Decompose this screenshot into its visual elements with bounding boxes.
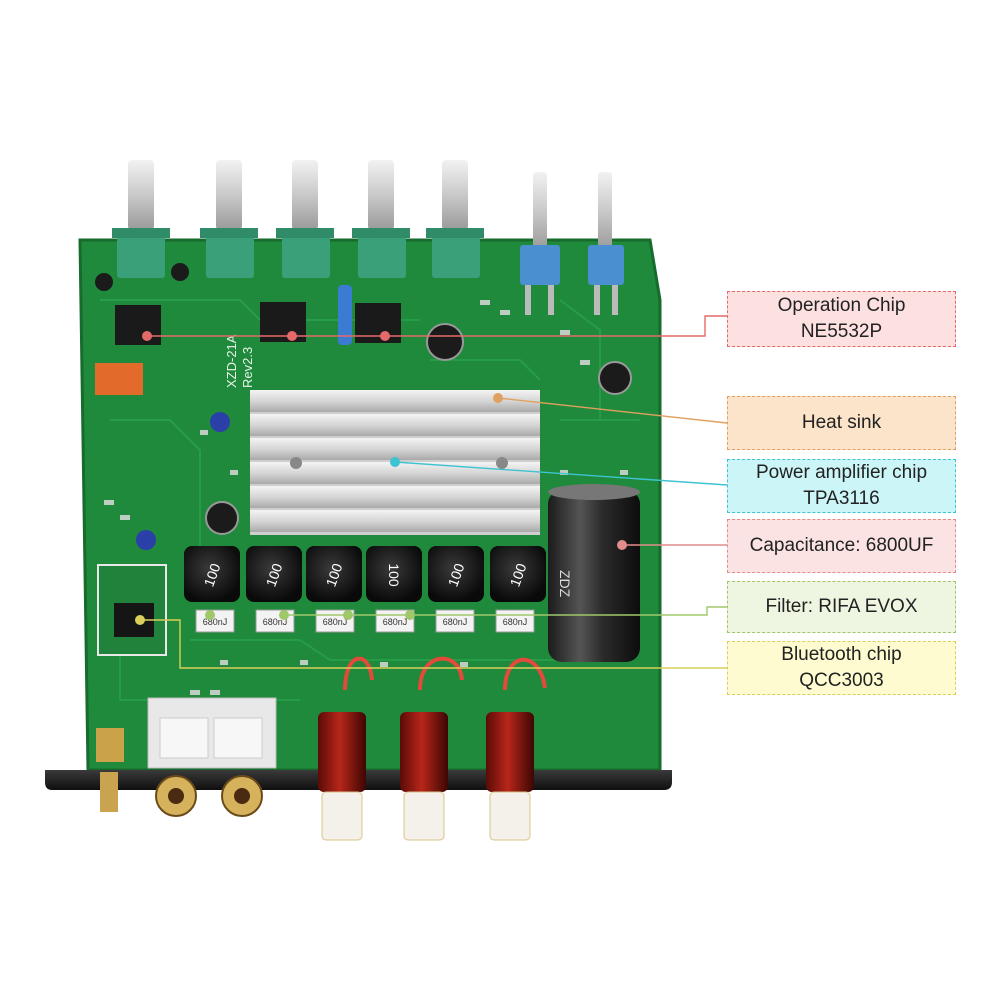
speaker-wires	[343, 656, 547, 691]
potentiometer-3	[276, 160, 334, 278]
inductor-label: 100	[386, 563, 402, 587]
callout-power-amplifier: Power amplifier chip TPA3116	[727, 459, 956, 513]
filter-cap-label: 680nJ	[503, 617, 528, 627]
filter-cap-label: 680nJ	[383, 617, 408, 627]
filter-cap-label: 680nJ	[203, 617, 228, 627]
potentiometer-1	[112, 160, 170, 278]
inductor-label: 100	[262, 561, 285, 589]
callout-capacitance: Capacitance: 6800UF	[727, 519, 956, 573]
inductor-5: 100	[428, 546, 484, 602]
capacitance-label: Capacitance: 6800UF	[749, 535, 934, 556]
filter-cap-6: 680nJ	[495, 609, 535, 633]
board-revision: Rev2.3	[240, 347, 255, 388]
callout-leaders	[140, 315, 728, 669]
binding-post-2	[400, 712, 448, 841]
board-model: XZD-21A	[224, 334, 239, 388]
bluetooth-module	[97, 564, 167, 656]
power-connector	[147, 697, 277, 769]
filter-cap-label: 680nJ	[323, 617, 348, 627]
filter-cap-1: 680nJ	[195, 609, 235, 633]
rca-inputs	[96, 728, 263, 817]
heat-sink-label: Heat sink	[801, 412, 882, 433]
callout-markers	[135, 331, 627, 625]
main-capacitor: ZDZ	[548, 484, 640, 662]
power-amp-value: TPA3116	[803, 488, 880, 509]
callout-operation-chip: Operation Chip NE5532P	[727, 291, 956, 347]
speaker-terminals	[318, 712, 534, 841]
filter-label: Filter: RIFA EVOX	[765, 596, 918, 617]
potentiometers	[112, 160, 484, 278]
small-capacitors	[95, 263, 632, 550]
inductor-6: 100	[490, 546, 546, 602]
binding-post-1	[318, 712, 366, 841]
potentiometer-5	[426, 160, 484, 278]
inductor-label: 100	[200, 561, 223, 589]
callout-heat-sink: Heat sink	[727, 396, 956, 450]
bluetooth-value: QCC3003	[799, 670, 884, 691]
operation-chip-label: Operation Chip	[777, 295, 906, 316]
inductor-2: 100	[246, 546, 302, 602]
binding-post-3	[486, 712, 534, 841]
callout-bluetooth: Bluetooth chip QCC3003	[727, 641, 956, 695]
inductor-4: 100	[366, 546, 422, 602]
power-amp-label: Power amplifier chip	[755, 462, 928, 483]
capacitor-brand: ZDZ	[557, 570, 573, 598]
inductor-label: 100	[506, 561, 529, 589]
potentiometer-4	[352, 160, 410, 278]
heat-sink	[250, 390, 540, 535]
potentiometer-2	[200, 160, 258, 278]
filter-cap-label: 680nJ	[443, 617, 468, 627]
callout-filter: Filter: RIFA EVOX	[727, 581, 956, 633]
operation-chip-value: NE5532P	[800, 321, 883, 342]
inductor-1: 100	[184, 546, 240, 602]
inductor-label: 100	[444, 561, 467, 589]
bluetooth-label: Bluetooth chip	[781, 644, 902, 665]
toggle-switches	[520, 172, 624, 315]
inductor-3: 100	[306, 546, 362, 602]
inductor-label: 100	[322, 561, 345, 589]
filter-cap-5: 680nJ	[435, 609, 475, 633]
filter-cap-label: 680nJ	[263, 617, 288, 627]
inductors: 100 100 100 100 100 100	[184, 546, 546, 602]
